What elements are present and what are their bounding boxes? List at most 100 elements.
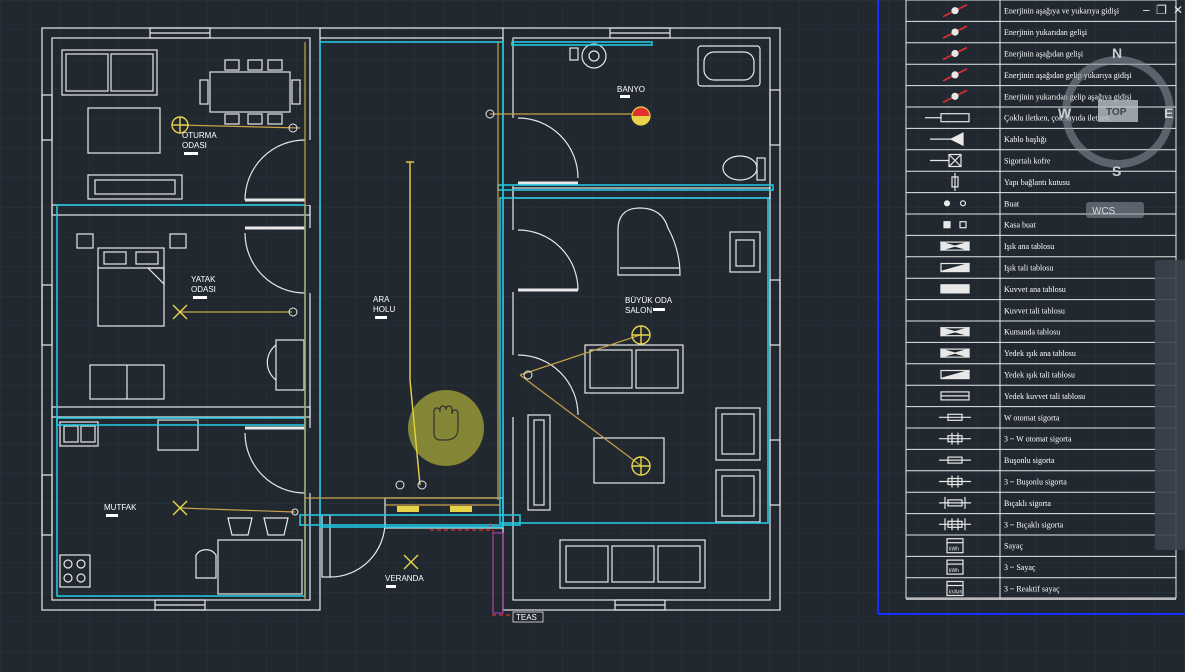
legend-item-label: Bıçaklı sigorta xyxy=(1004,499,1051,508)
legend-symbol-icon xyxy=(946,580,964,597)
legend-symbol-icon xyxy=(942,25,968,39)
meter-symbol-label: kVArh xyxy=(949,590,962,596)
legend-item-label: Buat xyxy=(1004,199,1020,208)
legend-item-label: W otomat sigorta xyxy=(1004,413,1060,422)
close-icon[interactable]: ✕ xyxy=(1172,3,1183,17)
legend-symbol-icon xyxy=(939,432,971,445)
veranda-light-2 xyxy=(450,506,472,512)
legend-symbol-icon xyxy=(946,538,964,554)
bathtub xyxy=(697,45,761,87)
wcs-button[interactable] xyxy=(1086,202,1144,218)
legend-symbol-icon xyxy=(930,153,962,168)
room-label-oturma-1: OTURMA xyxy=(182,131,217,140)
sofa-salon-top xyxy=(584,344,684,394)
legend-symbol-icon xyxy=(939,475,971,488)
room-label-oturma-2: ODASI xyxy=(182,141,207,150)
room-label-mutfak: MUTFAK xyxy=(104,503,137,512)
viewcube-east: E xyxy=(1164,105,1173,121)
lamp-x-yatak xyxy=(172,304,188,320)
pan-cursor xyxy=(408,390,484,466)
console-salon xyxy=(527,414,551,511)
legend-item-label: Enerjinin yukarıdan gelişi xyxy=(1004,28,1088,37)
room-label-veranda: VERANDA xyxy=(385,574,424,583)
legend-item-label: Enerjinin aşağıdan gelip yukarıya gidişi xyxy=(1004,71,1132,80)
room-label-yatak-2: ODASI xyxy=(191,285,216,294)
door-swing-oturma xyxy=(244,139,306,201)
veranda-light-1 xyxy=(397,506,419,512)
legend-symbol-icon xyxy=(946,559,964,575)
room-label-salon-2: SALON xyxy=(625,306,652,315)
sofa-oturma xyxy=(61,49,158,96)
kitchen-counter xyxy=(157,419,199,451)
navigation-bar[interactable] xyxy=(1155,260,1185,550)
kitchen-sink xyxy=(59,421,99,447)
window-left-1 xyxy=(41,94,53,141)
meter-symbol-label: kWh xyxy=(949,547,959,553)
lamp-x-mutfak xyxy=(172,500,188,516)
nightstand-left xyxy=(76,233,94,249)
door-swing-salon-1 xyxy=(517,229,579,291)
legend-symbol-icon xyxy=(942,46,968,61)
legend-symbol-icon xyxy=(943,221,967,229)
legend-item-label: Kuvvet tali tablosu xyxy=(1004,306,1065,315)
door-swing-banyo xyxy=(517,117,579,179)
wire-mutfak xyxy=(179,507,296,513)
restore-icon[interactable]: ❐ xyxy=(1156,3,1167,17)
nightstand-right xyxy=(169,233,187,249)
legend-symbol-icon xyxy=(940,369,970,380)
legend-symbol-icon xyxy=(939,496,971,509)
window-left-3 xyxy=(41,474,53,536)
legend-item-label: 3 ~ W otomat sigorta xyxy=(1004,435,1072,444)
viewcube[interactable]: TOP N S E W WCS xyxy=(1058,45,1174,218)
legend-item-label: Kablo başlığı xyxy=(1004,135,1048,144)
lighting-layer-yellow[interactable] xyxy=(171,116,651,570)
door-swing-yatak xyxy=(244,232,306,294)
legend-item-label: Kumanda tablosu xyxy=(1004,328,1060,337)
cyan-outline-salon xyxy=(499,197,769,524)
legend-symbol-icon xyxy=(939,456,971,464)
partition-yatak-mutfak xyxy=(51,406,311,418)
viewcube-top-face[interactable] xyxy=(1098,100,1138,122)
legend-item-label: Yedek kuvvet tali tablosu xyxy=(1004,392,1085,401)
room-label-yatak-1: YATAK xyxy=(191,275,216,284)
viewcube-west: W xyxy=(1058,105,1072,121)
minimize-icon[interactable]: ‒ xyxy=(1142,3,1151,17)
door-swing-salon-2 xyxy=(517,354,579,416)
legend-item-label: Buşonlu sigorta xyxy=(1004,456,1055,465)
room-label-banyo: BANYO xyxy=(617,85,645,94)
legend-item-label: 3 ~ Bıçaklı sigorta xyxy=(1004,520,1064,529)
legend-item-label: Enerjinin aşağıdan gelişi xyxy=(1004,50,1084,59)
legend-symbol-icon xyxy=(925,113,970,123)
window-left-2 xyxy=(41,284,53,346)
room-label-ara-2: HOLU xyxy=(373,305,395,314)
armchair-salon xyxy=(729,231,761,273)
wiring-layer-tan[interactable] xyxy=(179,42,641,600)
wire-oturma xyxy=(179,124,301,129)
legend-item-label: 3 ~ Reaktif sayaç xyxy=(1004,585,1060,594)
legend-symbol-icon xyxy=(939,518,971,531)
viewcube-north: N xyxy=(1112,45,1122,61)
legend-item-label: Sigortalı kofre xyxy=(1004,157,1051,166)
legend-symbol-icon xyxy=(943,200,967,207)
legend-symbol-icon xyxy=(939,413,971,421)
coffee-table-salon xyxy=(593,437,665,484)
legend-symbol-icon xyxy=(940,326,970,337)
window-right-2 xyxy=(769,279,781,346)
legend-symbol-icon xyxy=(940,391,970,401)
legend-item-label: Kasa buat xyxy=(1004,221,1037,230)
coffee-table xyxy=(87,107,161,154)
door-swing-veranda xyxy=(329,521,386,578)
legend-symbol-icon xyxy=(940,241,970,251)
legend-item-label: Kuvvet ana tablosu xyxy=(1004,285,1066,294)
legend-symbol-icon xyxy=(940,348,970,358)
legend-item-label: Yapı bağlantı kutusu xyxy=(1004,178,1070,187)
stove xyxy=(59,554,91,588)
legend-symbol-icon xyxy=(930,132,964,147)
legend-symbol-icon xyxy=(942,3,968,18)
legend-item-label: Işık ana tablosu xyxy=(1004,242,1054,251)
wcs-label: WCS xyxy=(1092,206,1116,217)
legend-symbol-icon xyxy=(942,68,968,82)
teas-label-box xyxy=(512,611,544,623)
